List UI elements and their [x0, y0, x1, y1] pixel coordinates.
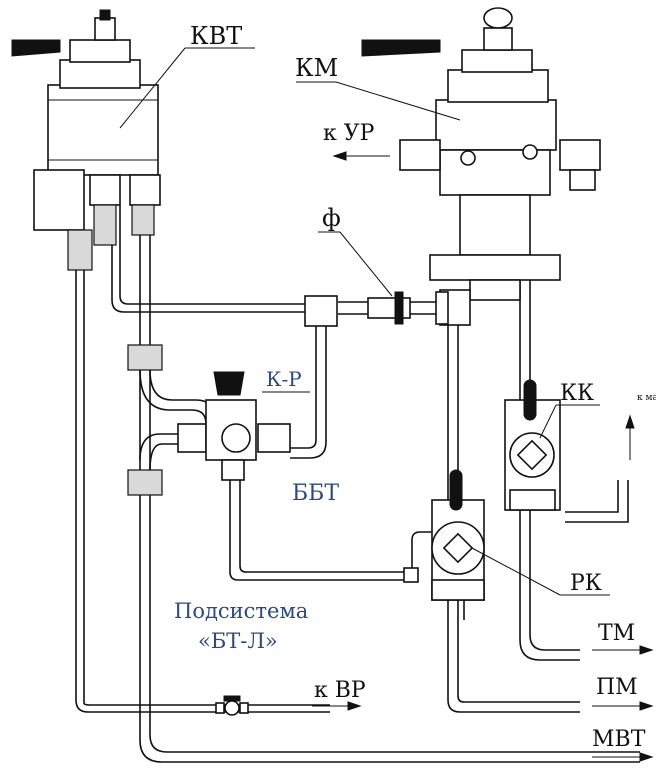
- label-subsystem-line1: Подсистема: [174, 599, 308, 623]
- rk-valve: [403, 469, 485, 601]
- label-pm: ПМ: [596, 675, 638, 700]
- label-k-r: К-Р: [266, 367, 302, 391]
- label-mvt: МВТ: [592, 727, 646, 752]
- label-bbt: ББТ: [292, 481, 339, 506]
- leader-lines: [119, 47, 610, 596]
- km-valve: [361, 7, 601, 326]
- label-subsystem-line2: «БТ-Л»: [198, 629, 278, 653]
- label-rk: РК: [570, 571, 602, 596]
- label-kvt: КВТ: [190, 22, 242, 50]
- label-tm: ТМ: [598, 621, 635, 646]
- label-k-ma: к ма: [637, 393, 656, 403]
- label-phi: ф: [322, 204, 341, 232]
- label-k-vr: к ВР: [314, 678, 366, 703]
- label-km: КМ: [295, 54, 338, 82]
- kk-valve: [504, 379, 561, 511]
- flow-arrows: [312, 151, 654, 762]
- vr-cock: [215, 695, 249, 716]
- label-k-ur: к УР: [323, 121, 375, 146]
- label-kk: КК: [560, 381, 594, 406]
- filter-phi: [304, 291, 449, 327]
- kvt-valve: [11, 9, 161, 271]
- k-r-valve: [127, 344, 291, 496]
